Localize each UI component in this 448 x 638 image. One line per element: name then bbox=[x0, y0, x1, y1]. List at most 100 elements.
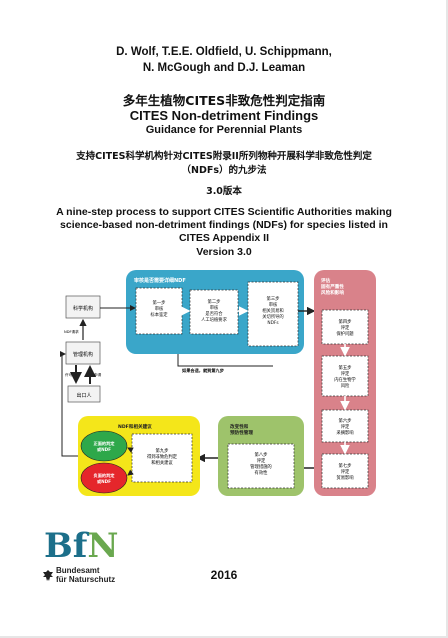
yellow-region-header: NDF和相关建议 bbox=[118, 423, 152, 430]
svg-text:第三步: 第三步 bbox=[267, 295, 281, 302]
publisher-name: Bundesamt für Naturschutz bbox=[56, 566, 115, 584]
svg-text:保护问题: 保护问题 bbox=[336, 330, 354, 337]
svg-text:是否符合: 是否符合 bbox=[205, 310, 223, 317]
svg-text:得到非致危判定: 得到非致危判定 bbox=[147, 453, 178, 460]
version-chinese: 3.0版本 bbox=[206, 186, 242, 197]
step5-text: 第五步 评定 内在生物学 风险 bbox=[334, 364, 356, 389]
svg-text:或NDF: 或NDF bbox=[97, 478, 111, 485]
svg-text:正面的判定: 正面的判定 bbox=[94, 440, 116, 447]
application-label: 申请 bbox=[94, 372, 102, 377]
svg-text:评定: 评定 bbox=[341, 370, 350, 377]
svg-text:NDFs: NDFs bbox=[267, 320, 279, 326]
svg-text:管理措施的: 管理措施的 bbox=[250, 463, 271, 470]
authors: D. Wolf, T.E.E. Oldfield, U. Schippmann,… bbox=[0, 44, 448, 76]
svg-text:相关贸易和: 相关贸易和 bbox=[262, 307, 283, 314]
svg-text:第二步: 第二步 bbox=[208, 298, 222, 305]
bfn-logo-mark: BfN bbox=[44, 526, 119, 566]
svg-text:第七步: 第七步 bbox=[339, 462, 353, 469]
svg-text:或NDF: 或NDF bbox=[97, 446, 111, 453]
svg-text:第六步: 第六步 bbox=[339, 417, 353, 424]
svg-text:评估: 评估 bbox=[321, 277, 331, 284]
svg-text:有效性: 有效性 bbox=[255, 469, 269, 476]
svg-text:关切所导的: 关切所导的 bbox=[262, 313, 283, 320]
ndf-request-label: NDF请求 bbox=[64, 329, 79, 334]
svg-text:预防性管理: 预防性管理 bbox=[230, 429, 253, 436]
svg-text:评定: 评定 bbox=[341, 324, 350, 331]
management-authority-label: 管理机构 bbox=[73, 351, 93, 358]
svg-text:第五步: 第五步 bbox=[339, 364, 353, 371]
svg-text:采摘影响: 采摘影响 bbox=[336, 429, 354, 436]
authors-line-1: D. Wolf, T.E.E. Oldfield, U. Schippmann, bbox=[116, 46, 332, 58]
step8-box bbox=[227, 443, 295, 489]
subtitle-chinese-line-2: （NDFs）的九步法 bbox=[181, 165, 267, 176]
bfn-logo: BfN Bundesamt für Naturschutz bbox=[40, 526, 130, 596]
step3-text: 第三步 审核 相关贸易和 关切所导的 NDFs bbox=[262, 295, 283, 326]
description-line-1: A nine-step process to support CITES Sci… bbox=[56, 206, 392, 218]
svg-text:风险和影响: 风险和影响 bbox=[321, 289, 344, 296]
svg-text:和相关建议: 和相关建议 bbox=[151, 459, 173, 466]
svg-text:评定: 评定 bbox=[341, 468, 350, 475]
scientific-authority-label: 科学机构 bbox=[73, 305, 93, 312]
step9-text: 第九步 得到非致危判定 和相关建议 bbox=[147, 447, 178, 466]
positive-advice-ellipse bbox=[80, 430, 128, 462]
step7-box bbox=[321, 453, 369, 489]
management-authority-box bbox=[65, 341, 101, 365]
subtitle-chinese: 支持CITES科学机构针对CITES附录II所列物种开展科学非致危性判定 （ND… bbox=[0, 150, 448, 178]
step3-box bbox=[247, 281, 299, 347]
svg-text:第八步: 第八步 bbox=[255, 451, 269, 458]
step4-text: 第四步 评定 保护问题 bbox=[336, 318, 354, 337]
publisher-line-1: Bundesamt bbox=[56, 566, 100, 575]
svg-text:负面的判定: 负面的判定 bbox=[94, 472, 116, 479]
step1-text: 第一步 审核 标本鉴定 bbox=[150, 299, 168, 318]
publisher-line-2: für Naturschutz bbox=[56, 575, 116, 584]
step6-text: 第六步 评定 采摘影响 bbox=[336, 417, 354, 436]
title-chinese: 多年生植物CITES非致危性判定指南 bbox=[122, 93, 326, 108]
arrow-step9-positive bbox=[127, 447, 134, 453]
blue-region-header: 审核是否需要详细NDF bbox=[134, 277, 186, 284]
exporter-label: 出口人 bbox=[76, 392, 91, 399]
red-region-header: 评估 固有严重性 风险和影响 bbox=[321, 277, 344, 296]
svg-text:第九步: 第九步 bbox=[156, 447, 170, 454]
svg-text:评定: 评定 bbox=[257, 457, 266, 464]
skip-note: 如果合适，就到第九步 bbox=[182, 367, 224, 374]
authors-line-2: N. McGough and D.J. Leaman bbox=[142, 62, 306, 74]
svg-text:评定: 评定 bbox=[341, 423, 350, 430]
arrow-skip-to-step9 bbox=[177, 354, 273, 367]
svg-text:第四步: 第四步 bbox=[339, 318, 353, 325]
subtitle-english: Guidance for Perennial Plants bbox=[145, 124, 303, 136]
arrow-yellow-to-management bbox=[60, 351, 78, 457]
svg-text:风险: 风险 bbox=[341, 382, 350, 389]
description-line-2: science-based non-detriment findings (ND… bbox=[60, 219, 388, 231]
svg-text:内在生物学: 内在生物学 bbox=[334, 376, 356, 383]
arrow-step9-negative bbox=[127, 469, 134, 476]
svg-text:固有严重性: 固有严重性 bbox=[321, 283, 344, 290]
step7-text: 第七步 评定 贸易影响 bbox=[336, 462, 354, 481]
step9-box bbox=[131, 433, 193, 483]
svg-text:第一步: 第一步 bbox=[153, 299, 167, 306]
scientific-authority-box bbox=[65, 295, 101, 319]
step2-text: 第二步 审核 是否符合 人工培植要求 bbox=[201, 298, 227, 323]
description-english: A nine-step process to support CITES Sci… bbox=[0, 206, 448, 245]
step1-box bbox=[135, 287, 183, 335]
negative-advice-text: 负面的判定 或NDF bbox=[94, 472, 116, 485]
svg-text:标本鉴定: 标本鉴定 bbox=[150, 311, 168, 318]
svg-text:人工培植要求: 人工培植要求 bbox=[201, 316, 227, 323]
step5-box bbox=[321, 355, 369, 397]
publication-year: 2016 bbox=[210, 568, 238, 582]
positive-advice-text: 正面的判定 或NDF bbox=[94, 440, 116, 453]
step8-text: 第八步 评定 管理措施的 有效性 bbox=[250, 451, 271, 476]
title-english: CITES Non-detriment Findings bbox=[129, 108, 319, 123]
green-region-header: 改变性和 预防性管理 bbox=[230, 423, 253, 436]
description-line-3: CITES Appendix II bbox=[178, 232, 270, 244]
svg-text:审核: 审核 bbox=[269, 301, 278, 308]
subtitle-chinese-line-1: 支持CITES科学机构针对CITES附录II所列物种开展科学非致危性判定 bbox=[76, 151, 372, 162]
negative-advice-ellipse bbox=[80, 462, 128, 494]
version-english: Version 3.0 bbox=[196, 246, 252, 258]
process-diagram: 审核是否需要详细NDF 第一步 审核 标本鉴定 第二步 审核 是否符合 人工培植… bbox=[60, 270, 376, 496]
svg-text:审核: 审核 bbox=[155, 305, 164, 312]
svg-text:改变性和: 改变性和 bbox=[230, 423, 249, 430]
permit-label: 许可 bbox=[65, 372, 73, 377]
federal-eagle-icon bbox=[43, 570, 53, 581]
svg-text:贸易影响: 贸易影响 bbox=[336, 474, 354, 481]
